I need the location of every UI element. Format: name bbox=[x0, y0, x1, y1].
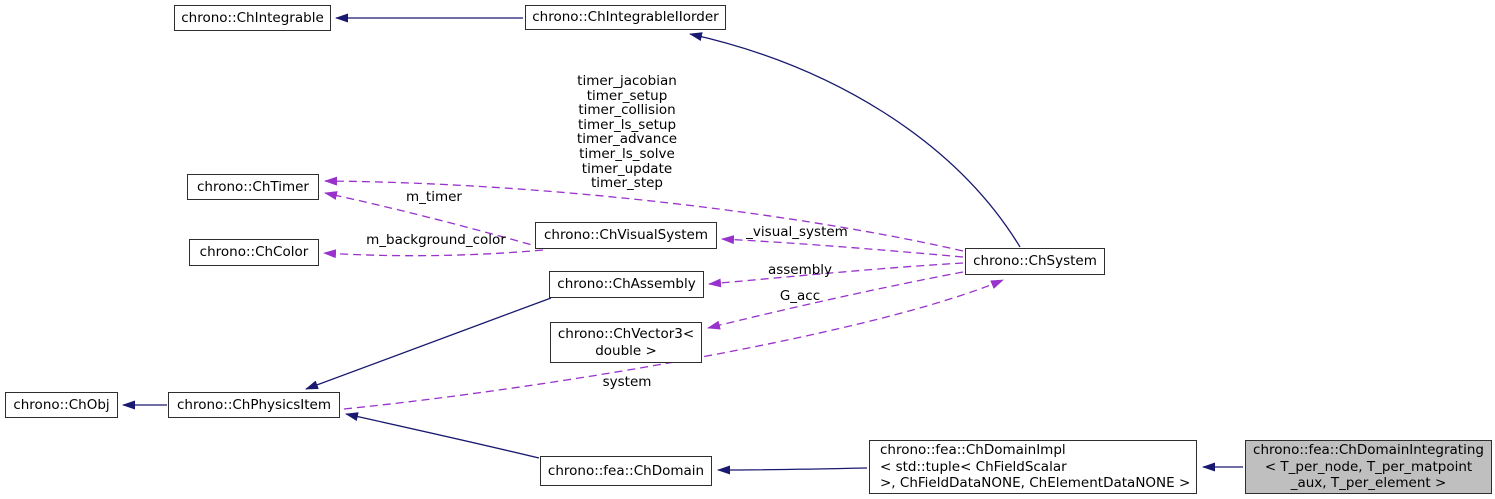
edge-label-m-timer: m_timer bbox=[406, 189, 462, 205]
edge-label-system: system bbox=[602, 374, 652, 390]
node-chrono-chsystem[interactable]: chrono::ChSystem bbox=[965, 248, 1105, 275]
node-chrono-chvector3-double[interactable]: chrono::ChVector3< double > bbox=[550, 322, 702, 363]
edge-inheritance-chsystem-to-chintegrableiiorder bbox=[689, 32, 1021, 248]
node-chrono-chobj[interactable]: chrono::ChObj bbox=[5, 392, 118, 418]
edge-label-assembly: assembly bbox=[767, 262, 833, 278]
edge-inheritance-chdomainimpl-to-chdomain bbox=[717, 465, 868, 475]
edge-usage-chvisualsystem-to-chcolor-m-background-color bbox=[323, 249, 544, 259]
node-chrono-chvisualsystem[interactable]: chrono::ChVisualSystem bbox=[535, 222, 717, 249]
edge-label-m-background-color: m_background_color bbox=[366, 232, 506, 248]
edge-usage-chsystem-to-chvisualsystem-visual-system bbox=[721, 235, 964, 258]
edge-label-visual-system: _visual_system bbox=[746, 224, 848, 240]
edge-usage-chphysicsitem-to-chsystem-system bbox=[343, 279, 1004, 410]
node-chrono-chcolor[interactable]: chrono::ChColor bbox=[189, 239, 319, 266]
edge-inheritance-chassembly-to-chphysicsitem bbox=[305, 297, 552, 390]
node-chrono-chtimer[interactable]: chrono::ChTimer bbox=[187, 174, 319, 200]
node-chrono-chassembly[interactable]: chrono::ChAssembly bbox=[549, 271, 704, 298]
node-chrono-fea-chdomainimpl[interactable]: chrono::fea::ChDomainImpl < std::tuple< … bbox=[869, 440, 1197, 494]
edge-inheritance-chdomain-to-chphysicsitem bbox=[345, 412, 540, 459]
edge-usage-chsystem-to-chtimer-timers bbox=[324, 176, 964, 252]
node-chrono-chphysicsitem[interactable]: chrono::ChPhysicsItem bbox=[168, 392, 340, 418]
node-chrono-chintegrable[interactable]: chrono::ChIntegrable bbox=[174, 5, 331, 31]
edge-label-timer-members: timer_jacobian timer_setup timer_collisi… bbox=[576, 73, 678, 192]
edge-usage-chsystem-to-chassembly-assembly bbox=[708, 262, 964, 288]
edge-usage-chsystem-to-chvector3-g-acc bbox=[707, 271, 964, 330]
node-chrono-fea-chdomainintegrating-current: chrono::fea::ChDomainIntegrating < T_per… bbox=[1245, 440, 1492, 494]
edge-label-g-acc: G_acc bbox=[779, 288, 821, 304]
node-chrono-chintegrableiiorder[interactable]: chrono::ChIntegrableIIorder bbox=[525, 5, 726, 30]
edge-usage-chvisualsystem-to-chtimer-m-timer bbox=[324, 191, 544, 249]
node-chrono-fea-chdomain[interactable]: chrono::fea::ChDomain bbox=[540, 456, 712, 486]
